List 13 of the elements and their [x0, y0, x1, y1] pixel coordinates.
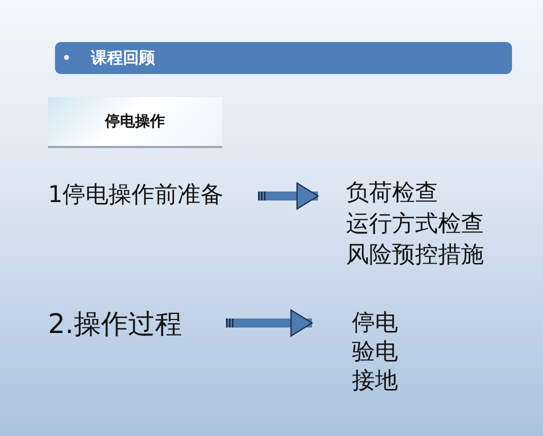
block-arrow	[258, 182, 319, 210]
list-item: 运行方式检查	[346, 210, 484, 239]
list-item: 负荷检查	[346, 179, 438, 208]
list-item: 接地	[352, 367, 398, 396]
list-item: 风险预控措施	[346, 241, 484, 270]
list-item: 验电	[352, 338, 398, 367]
title-band	[55, 42, 512, 74]
step-label: 2.操作过程	[48, 307, 226, 343]
band-title: 课程回顾	[91, 47, 155, 69]
block-arrow	[226, 309, 313, 337]
list-item: 停电	[352, 309, 398, 338]
step-label: 1停电操作前准备	[48, 180, 258, 212]
section-box: 停电操作	[48, 97, 222, 148]
